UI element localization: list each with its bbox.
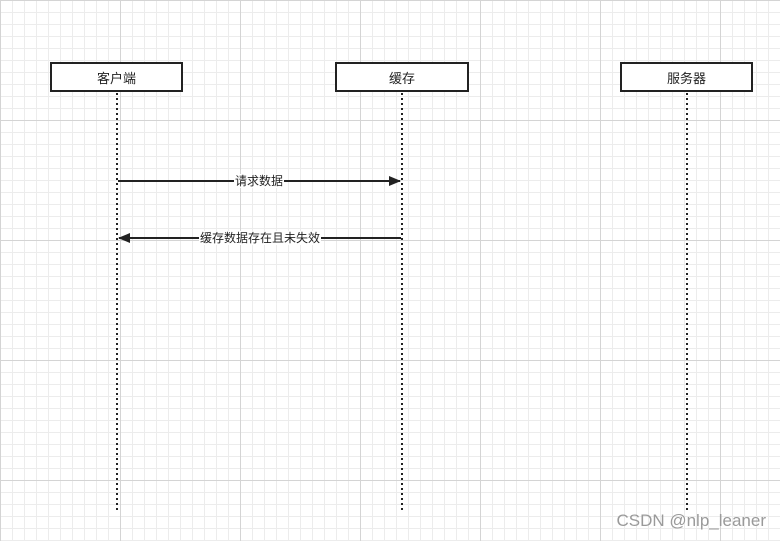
watermark: CSDN @nlp_leaner (616, 511, 766, 530)
participant-client: 客户端 (50, 62, 183, 92)
message-request-label: 请求数据 (233, 174, 285, 188)
message-response-label: 缓存数据存在且未失效 (198, 231, 322, 245)
participant-server-label: 服务器 (666, 71, 706, 87)
participant-cache-label: 缓存 (388, 71, 415, 87)
participant-server: 服务器 (620, 62, 753, 92)
participant-client-label: 客户端 (96, 71, 136, 87)
participant-cache: 缓存 (335, 62, 469, 92)
